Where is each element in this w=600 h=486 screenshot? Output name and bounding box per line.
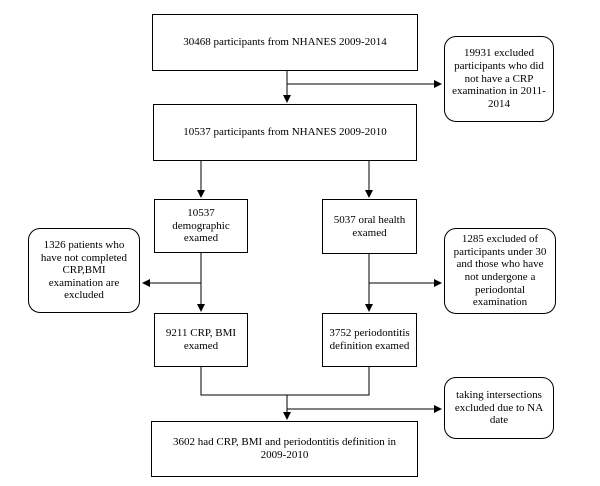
box-crp-bmi: 9211 CRP, BMI examed xyxy=(154,313,248,367)
box-exclusion-no-crp: 19931 excluded participants who did not … xyxy=(444,36,554,122)
box-periodontitis: 3752 periodontitis definition examed xyxy=(322,313,417,367)
box-oral-health: 5037 oral health examed xyxy=(322,199,417,254)
box-demographic: 10537 demographic examed xyxy=(154,199,248,253)
box-exclusion-incomplete-crp-bmi: 1326 patients who have not completed CRP… xyxy=(28,228,140,313)
box-start: 30468 participants from NHANES 2009-2014 xyxy=(152,14,418,71)
box-exclusion-intersections: taking intersections excluded due to NA … xyxy=(444,377,554,439)
box-crp-subset: 10537 participants from NHANES 2009-2010 xyxy=(153,104,417,161)
merge-line xyxy=(200,366,370,396)
box-exclusion-under-30: 1285 excluded of participants under 30 a… xyxy=(444,228,556,314)
box-final: 3602 had CRP, BMI and periodontitis defi… xyxy=(151,421,418,477)
